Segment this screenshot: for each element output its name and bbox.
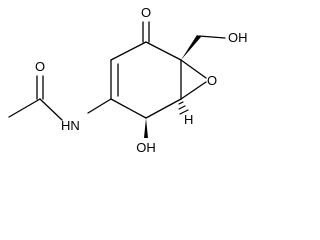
cyclohexenone-ring [110,41,182,119]
hydroxymethyl-group: OH [181,30,248,60]
bond-c4-c5 [145,98,182,119]
ring-hydroxyl: OH [136,118,156,155]
amide-nitrogen-label: HN [61,118,80,133]
ring-hydroxyl-wedge-bond [144,118,148,138]
chemical-structure: O OH O H OH HN O [8,5,248,155]
epoxide-h-hash-2 [178,105,186,110]
hydroxymethyl-oh-label: OH [228,30,248,45]
ketone-oxygen-label: O [141,5,151,20]
acetamide-group: HN O [8,59,112,133]
acetyl-oxygen-label: O [35,59,45,74]
hydroxymethyl-ch2-oh-bond [198,35,226,39]
bond-c3-n [87,98,112,114]
bond-carbonyl-methyl [8,98,41,118]
bond-c3-c4 [110,98,147,119]
hydroxymethyl-wedge-bond [181,35,201,60]
ketone: O [141,5,151,43]
epoxide-bond-c6-o [180,59,207,79]
bond-c1-c2 [110,41,147,61]
bond-c6-c1 [145,41,182,61]
epoxide-hydrogen-label: H [184,112,193,127]
bond-n-carbonyl [39,98,63,121]
epoxide-bond-c5-o [180,81,207,100]
epoxide-oxygen-label: O [207,73,217,88]
epoxide-h-hash-1 [178,101,184,105]
ring-hydroxyl-label: OH [136,140,156,155]
epoxide: O H [178,59,217,127]
epoxide-h-hash-3 [179,109,189,115]
